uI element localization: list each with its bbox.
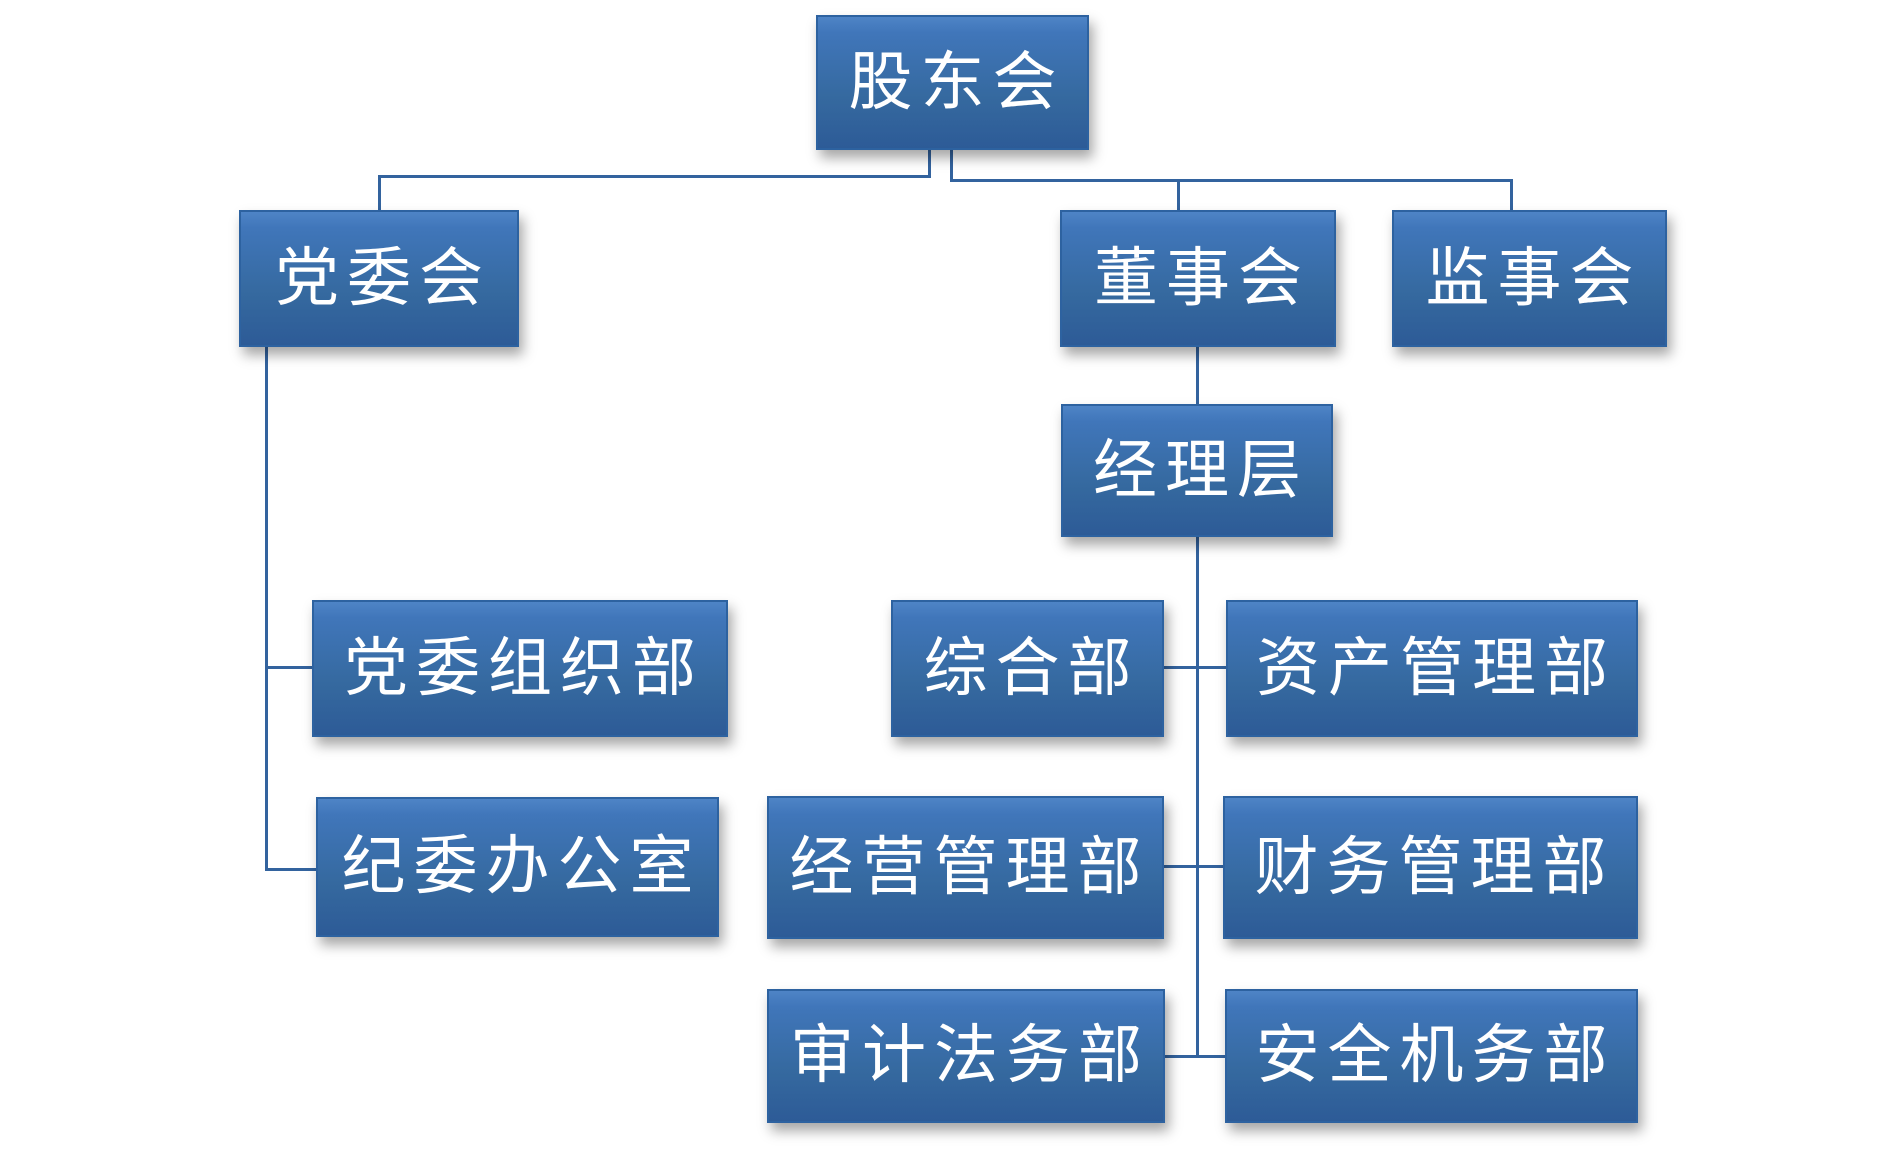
connector-shareholders-drop-right <box>950 150 953 182</box>
connector-row1-stub <box>1164 666 1226 669</box>
org-node-audit-legal-dept-label: 审计法务部 <box>790 1020 1150 1091</box>
org-node-general-dept-label: 综合部 <box>923 632 1140 704</box>
org-node-finance-management-dept: 财务管理部 <box>1223 796 1638 939</box>
org-node-shareholders: 股东会 <box>816 15 1089 150</box>
org-node-board-of-directors: 董事会 <box>1060 210 1336 347</box>
org-node-party-committee-label: 党委会 <box>275 242 491 314</box>
connector-row3-stub <box>1165 1055 1225 1058</box>
org-node-discipline-office: 纪委办公室 <box>316 797 719 937</box>
org-node-discipline-office-label: 纪委办公室 <box>341 831 702 902</box>
org-node-management-label: 经理层 <box>1093 434 1309 506</box>
connector-bus-left <box>378 175 931 178</box>
org-node-safety-maintenance-dept: 安全机务部 <box>1225 989 1638 1123</box>
connector-row2-stub <box>1164 865 1223 868</box>
connector-discipline-stub <box>265 868 316 871</box>
org-node-operation-management-dept: 经营管理部 <box>767 796 1164 939</box>
connector-drop-party-committee <box>378 175 381 210</box>
org-node-party-committee: 党委会 <box>239 210 519 347</box>
org-node-shareholders-label: 股东会 <box>848 46 1065 118</box>
org-node-party-organization-dept: 党委组织部 <box>312 600 728 737</box>
org-node-safety-maintenance-dept-label: 安全机务部 <box>1255 1020 1616 1091</box>
org-node-finance-management-dept-label: 财务管理部 <box>1254 831 1615 903</box>
connector-shareholders-drop-left <box>928 150 931 178</box>
connector-drop-supervisory <box>1510 179 1513 210</box>
connector-party-org-stub <box>265 666 312 669</box>
org-node-supervisory-board: 监事会 <box>1392 210 1667 347</box>
org-node-board-of-directors-label: 董事会 <box>1094 242 1310 314</box>
org-node-asset-management-dept: 资产管理部 <box>1226 600 1638 737</box>
org-node-audit-legal-dept: 审计法务部 <box>767 989 1165 1123</box>
connector-party-committee-spine <box>265 347 268 871</box>
org-node-general-dept: 综合部 <box>891 600 1164 737</box>
org-node-operation-management-dept-label: 经营管理部 <box>789 831 1150 903</box>
connector-bus-right <box>950 179 1513 182</box>
connector-management-spine <box>1196 537 1199 1058</box>
org-node-management: 经理层 <box>1061 404 1333 537</box>
org-node-asset-management-dept-label: 资产管理部 <box>1256 632 1616 704</box>
connector-drop-board <box>1177 179 1180 210</box>
org-node-supervisory-board-label: 监事会 <box>1425 242 1642 314</box>
connector-board-to-management <box>1196 347 1199 404</box>
org-node-party-organization-dept-label: 党委组织部 <box>344 632 704 704</box>
